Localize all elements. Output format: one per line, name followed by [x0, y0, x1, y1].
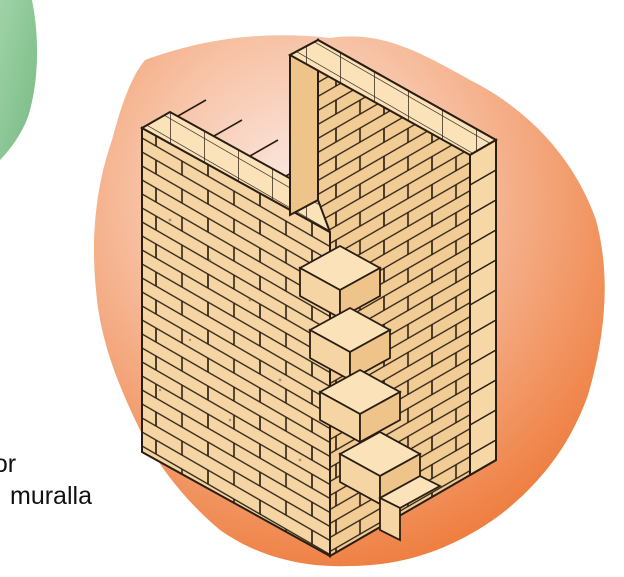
caption-line-1: rior [0, 448, 200, 480]
caption: rior muralla [0, 448, 200, 512]
green-blob [0, 0, 37, 160]
caption-line-2: muralla [10, 480, 200, 512]
